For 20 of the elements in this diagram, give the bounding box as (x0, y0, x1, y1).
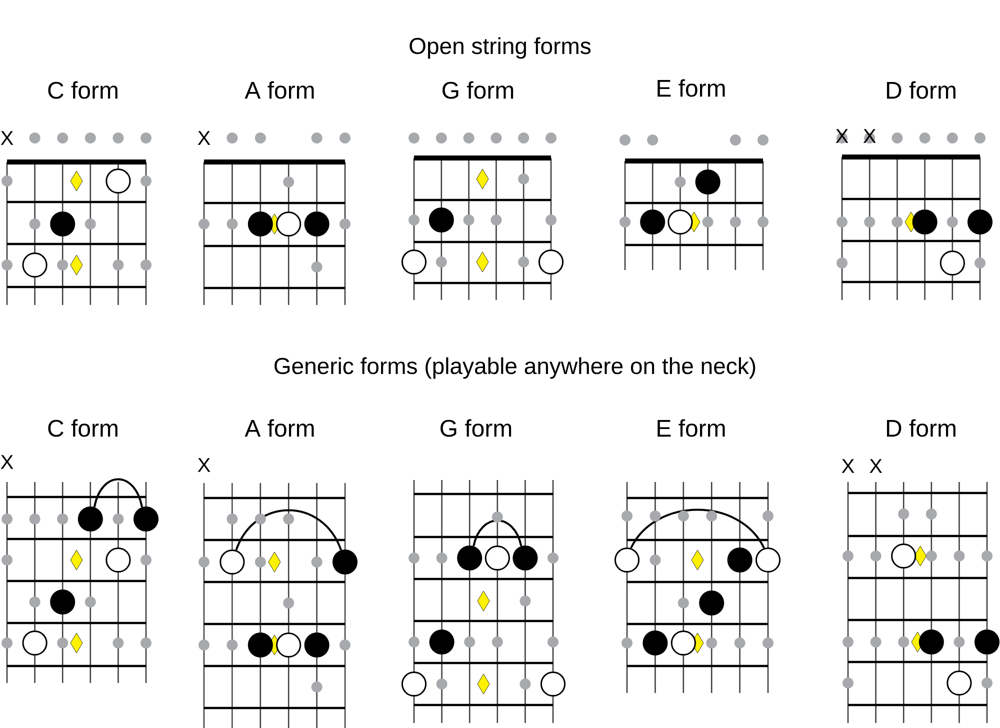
chord-name: C form (48, 419, 118, 437)
muted-string-mark: X (836, 129, 848, 143)
chord-name: A form (244, 81, 314, 99)
muted-string-mark: X (842, 459, 854, 473)
muted-string-mark: X (198, 131, 210, 145)
chord-name: G form (442, 81, 514, 99)
muted-string-mark: X (0, 131, 14, 145)
section-heading: Open string forms (410, 37, 591, 59)
chord-name: D form (887, 81, 956, 99)
muted-string-mark: X (870, 459, 882, 473)
muted-string-mark: X (198, 458, 210, 472)
section-heading: Generic forms (playable anywhere on the neck) (274, 357, 756, 379)
chord-name: D form (887, 419, 956, 437)
chord-name: E form (658, 79, 725, 97)
chord-name: G form (440, 419, 512, 437)
chord-name: C form (48, 81, 118, 99)
muted-string-mark: X (0, 455, 14, 469)
chord-name: E form (658, 419, 725, 437)
muted-string-mark: X (863, 129, 876, 143)
chord-name: A form (244, 419, 314, 437)
